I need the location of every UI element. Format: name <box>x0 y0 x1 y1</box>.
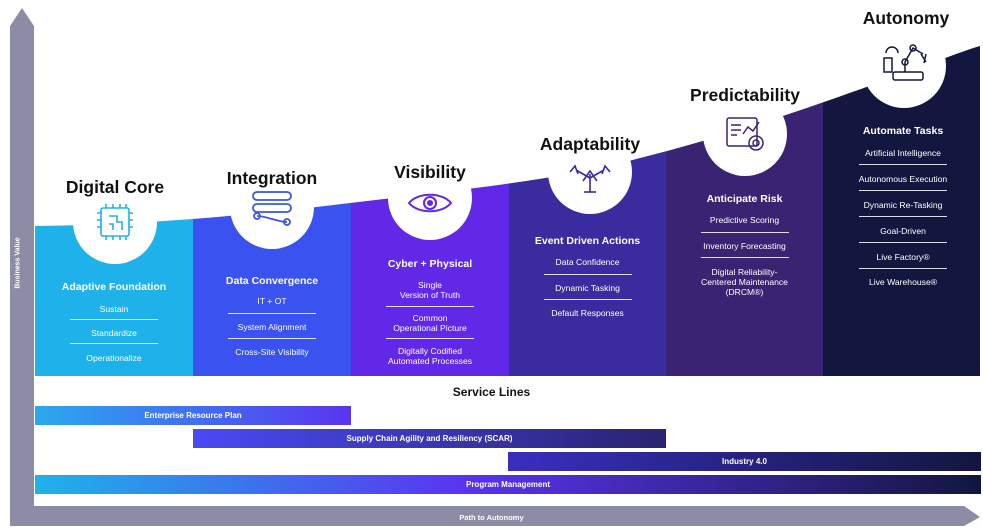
column-item: Data Confidence <box>555 257 620 267</box>
divider <box>859 190 947 191</box>
column-item: Default Responses <box>551 308 624 318</box>
column-item: Predictive Scoring <box>709 215 780 225</box>
column-heading: Cyber + Physical <box>387 258 473 270</box>
connect-icon <box>252 191 292 226</box>
divider <box>543 274 632 275</box>
stage-title-adaptability: Adaptability <box>539 134 641 154</box>
divider <box>228 313 316 314</box>
eye-icon <box>407 193 453 213</box>
column-item: System Alignment <box>237 322 307 332</box>
analytics-icon <box>726 117 764 151</box>
divider <box>859 268 947 269</box>
service-lines-title: Service Lines <box>452 385 531 399</box>
column-item: Dynamic Re-Tasking <box>863 200 943 210</box>
divider <box>386 306 474 307</box>
column-heading: Event Driven Actions <box>534 235 641 247</box>
bar-label-erp: Enterprise Resource Plan <box>144 411 242 420</box>
divider <box>700 232 789 233</box>
chip-icon <box>97 204 133 240</box>
divider <box>859 242 947 243</box>
stage-title-digital-core: Digital Core <box>65 177 165 197</box>
divider <box>543 299 632 300</box>
bar-label-program-management: Program Management <box>465 480 551 489</box>
stage-title-integration: Integration <box>226 168 318 188</box>
vertical-axis-label: Business Value <box>14 237 22 289</box>
column-item: Standardize <box>91 328 137 338</box>
column-item: Cross-Site Visibility <box>235 347 309 357</box>
column-item: Single Version of Truth <box>399 280 461 300</box>
column-item: Digital Reliability- Centered Maintenanc… <box>701 267 788 297</box>
divider <box>859 216 947 217</box>
stage-title-autonomy: Autonomy <box>862 8 950 28</box>
horizontal-axis-label: Path to Autonomy <box>459 513 524 522</box>
column-visibility: Cyber + Physical Single Version of Truth… <box>351 0 509 528</box>
divider <box>386 338 474 339</box>
column-item: Goal-Driven <box>880 226 926 236</box>
column-item: Dynamic Tasking <box>555 283 620 293</box>
column-item: Common Operational Picture <box>393 313 467 333</box>
column-item: Autonomous Execution <box>858 174 948 184</box>
column-item: Inventory Forecasting <box>703 241 786 251</box>
column-item: IT + OT <box>257 296 287 306</box>
divider <box>228 338 316 339</box>
divider <box>70 343 158 344</box>
column-item: Artificial Intelligence <box>865 148 941 158</box>
arrows-icon <box>569 164 611 193</box>
bar-industry40 <box>508 452 981 471</box>
bar-erp <box>35 406 351 425</box>
horizontal-axis-arrow <box>10 506 980 526</box>
divider <box>859 164 947 165</box>
bar-program-management <box>35 475 981 494</box>
column-heading: Anticipate Risk <box>706 193 783 205</box>
column-digital-core: Adaptive Foundation Sustain Standardize … <box>35 0 193 528</box>
column-heading: Automate Tasks <box>862 125 944 137</box>
divider <box>70 319 158 320</box>
column-item: Digitally Codified Automated Processes <box>387 346 473 366</box>
bar-scar <box>193 429 666 448</box>
column-item: Operationalize <box>86 353 142 363</box>
column-item: Live Factory® <box>876 252 930 262</box>
bar-label-scar: Supply Chain Agility and Resiliency (SCA… <box>346 434 513 443</box>
vertical-axis-arrow <box>10 8 34 512</box>
bar-label-industry40: Industry 4.0 <box>722 457 767 466</box>
column-predictability: Anticipate Risk Predictive Scoring Inven… <box>666 0 823 528</box>
column-heading: Adaptive Foundation <box>61 281 167 293</box>
stage-title-visibility: Visibility <box>394 162 466 182</box>
stage-title-predictability: Predictability <box>690 85 800 105</box>
column-autonomy: Automate Tasks Artificial Intelligence A… <box>823 0 983 528</box>
column-item: Live Warehouse® <box>868 277 938 287</box>
column-heading: Data Convergence <box>225 275 319 287</box>
robot-arm-icon <box>883 44 927 81</box>
column-integration: Data Convergence IT + OT System Alignmen… <box>193 0 351 528</box>
column-item: Sustain <box>99 304 129 314</box>
column-adaptability: Event Driven Actions Data Confidence Dyn… <box>509 0 666 528</box>
divider <box>700 257 789 258</box>
